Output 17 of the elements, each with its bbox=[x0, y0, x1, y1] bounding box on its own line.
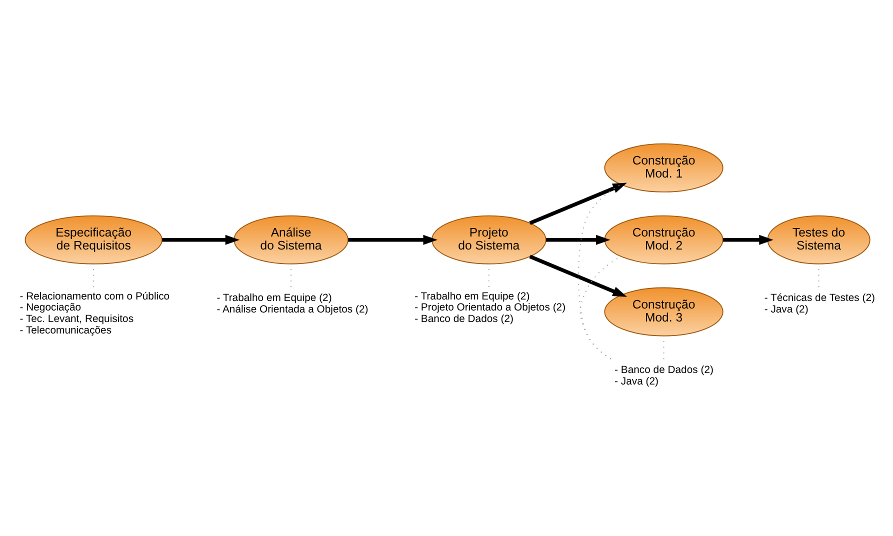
arrow bbox=[723, 234, 774, 244]
node-ellipse: Testes do Sistema bbox=[767, 214, 870, 264]
connector bbox=[578, 184, 622, 359]
node-ellipse: Construção Mod. 2 bbox=[604, 214, 724, 264]
arrow bbox=[529, 254, 628, 296]
arrow bbox=[546, 234, 610, 244]
arrow bbox=[529, 182, 628, 224]
node-ellipse: Análise do Sistema bbox=[234, 214, 348, 264]
arrow bbox=[348, 234, 438, 244]
node-text: - Trabalho em Equipe (2) - Análise Orientada a Objetos (2) bbox=[216, 292, 368, 316]
node-text: - Técnicas de Testes (2) - Java (2) bbox=[764, 292, 876, 316]
node-text: - Banco de Dados (2) - Java (2) bbox=[614, 364, 714, 388]
arrow bbox=[162, 234, 240, 244]
node-text: - Relacionamento com o Público - Negociação - Tec. Levant, Requisitos - Telecomunicações bbox=[20, 290, 170, 336]
node-ellipse: Especificação de Requisitos bbox=[24, 214, 162, 264]
node-text: - Trabalho em Equipe (2) - Projeto Orientado a Objetos (2) - Banco de Dados (2) bbox=[414, 290, 566, 325]
node-ellipse: Projeto do Sistema bbox=[431, 214, 546, 264]
